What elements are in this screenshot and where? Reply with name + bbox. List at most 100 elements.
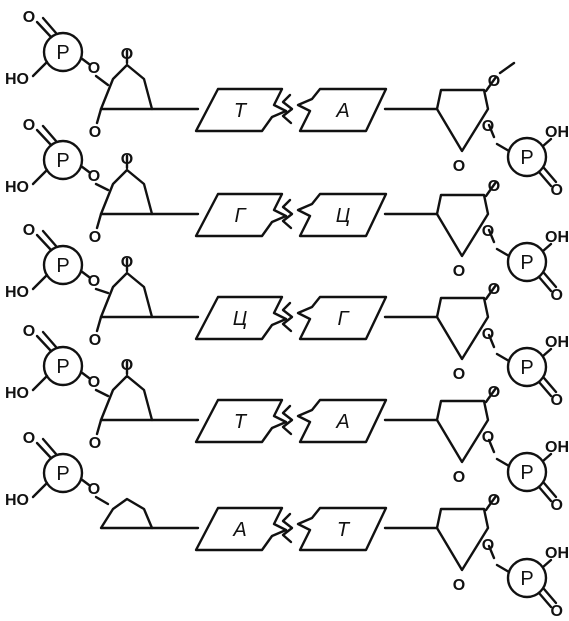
base-right-1 — [296, 87, 388, 133]
oxygen-label: O — [23, 9, 35, 26]
oxygen-label: O — [89, 332, 101, 349]
bond-3-oxygen — [95, 418, 103, 436]
backbone-link-right — [495, 142, 511, 153]
methyl-terminal — [498, 61, 516, 75]
sugar-right-5 — [435, 507, 490, 572]
bond-3-oxygen — [95, 212, 103, 230]
ring-oxygen-label: O — [453, 263, 465, 280]
bond-hydroxyl — [31, 374, 49, 392]
oxygen-label: O — [89, 124, 101, 141]
double-bond-right — [537, 275, 553, 293]
phosphate-left-label: P — [56, 42, 69, 64]
hydroxyl-right-label: OH — [545, 229, 569, 246]
phosphate-right-label: P — [520, 568, 533, 590]
double-bond-left — [41, 124, 58, 143]
double-bond-right — [537, 380, 553, 398]
oxygen-label: O — [88, 60, 100, 77]
hydroxyl-right-label: OH — [545, 545, 569, 562]
oxygen-label: O — [551, 287, 563, 304]
phosphate-left-3 — [42, 244, 84, 286]
base-left-3 — [194, 295, 288, 341]
backbone-link-right — [487, 123, 496, 139]
bond-hydroxyl — [31, 273, 49, 291]
backbone-link-left — [94, 388, 110, 398]
double-bond-right — [542, 587, 558, 605]
phosphate-right-2 — [506, 241, 548, 283]
double-bond-right — [542, 271, 558, 289]
phosphate-left-label: P — [56, 463, 69, 485]
hydrogen-bond — [281, 198, 294, 230]
base-right-2 — [296, 192, 388, 238]
phosphate-right-4 — [506, 451, 548, 493]
phosphate-right-label: P — [520, 357, 533, 379]
oxygen-label: O — [88, 168, 100, 185]
bond-5-oxygen — [484, 494, 498, 512]
base-left-2 — [194, 192, 288, 238]
bond-hydroxyl — [31, 60, 49, 78]
oxygen-label: O — [89, 435, 101, 452]
bond-hydroxyl-right — [541, 452, 553, 463]
base-left-5 — [194, 506, 288, 552]
hydroxyl-right-label: OH — [545, 334, 569, 351]
base-right-label: Ц — [336, 205, 351, 227]
oxygen-label: O — [88, 374, 100, 391]
double-bond-right — [542, 481, 558, 499]
base-right-5 — [296, 506, 388, 552]
hydrogen-bond — [281, 301, 294, 333]
base-left-label: Г — [235, 205, 248, 227]
oxygen-label: O — [88, 481, 100, 498]
double-bond-left — [35, 233, 53, 252]
ring-oxygen-label: O — [453, 366, 465, 383]
hydroxyl-label: HO — [5, 284, 29, 301]
base-right-label: Т — [337, 519, 351, 541]
phosphate-left-4 — [42, 345, 84, 387]
oxygen-label: O — [23, 117, 35, 134]
ring-oxygen-label: O — [453, 469, 465, 486]
backbone-link-right — [495, 563, 511, 574]
double-bond-left — [35, 441, 53, 460]
hydroxyl-label: HO — [5, 385, 29, 402]
oxygen-label: O — [551, 392, 563, 409]
base-right-4 — [296, 398, 388, 444]
bond-ester — [79, 164, 91, 174]
backbone-link-left — [94, 287, 110, 295]
base-left-label: Т — [234, 100, 248, 122]
hydrogen-bond — [281, 512, 294, 544]
bond-hydroxyl-right — [541, 558, 553, 569]
phosphate-right-label: P — [520, 147, 533, 169]
oxygen-label: O — [23, 430, 35, 447]
base-left-1 — [194, 87, 288, 133]
sugar-left-5 — [99, 497, 154, 530]
bond-ester — [79, 370, 91, 380]
ring-oxygen-label: O — [453, 577, 465, 594]
oxygen-label: O — [551, 603, 563, 620]
backbone-link-right — [487, 228, 496, 244]
oxygen-label: O — [482, 429, 494, 446]
bond-3-oxygen — [95, 315, 103, 333]
double-bond-left — [35, 20, 53, 39]
base-left-label: А — [232, 519, 246, 541]
hydroxyl-label: HO — [5, 492, 29, 509]
bond-3-oxygen — [95, 107, 103, 125]
base-left-4 — [194, 398, 288, 444]
double-bond-left — [35, 334, 53, 353]
hydroxyl-label: HO — [5, 179, 29, 196]
oxygen-label: O — [88, 273, 100, 290]
base-right-3 — [296, 295, 388, 341]
bond-hydroxyl — [31, 168, 49, 186]
oxygen-label: O — [551, 182, 563, 199]
double-bond-left — [41, 437, 58, 456]
backbone-link-left — [94, 74, 110, 87]
hydroxyl-right-label: OH — [545, 124, 569, 141]
phosphate-left-label: P — [56, 356, 69, 378]
bond-hydroxyl — [31, 481, 49, 499]
double-bond-left — [41, 229, 58, 248]
bond-5-oxygen — [484, 386, 498, 404]
bond-ester — [79, 477, 91, 487]
bond-hydroxyl-right — [541, 242, 553, 253]
double-bond-left — [35, 128, 53, 147]
backbone-link-right — [495, 457, 511, 468]
phosphate-left-5 — [42, 452, 84, 494]
